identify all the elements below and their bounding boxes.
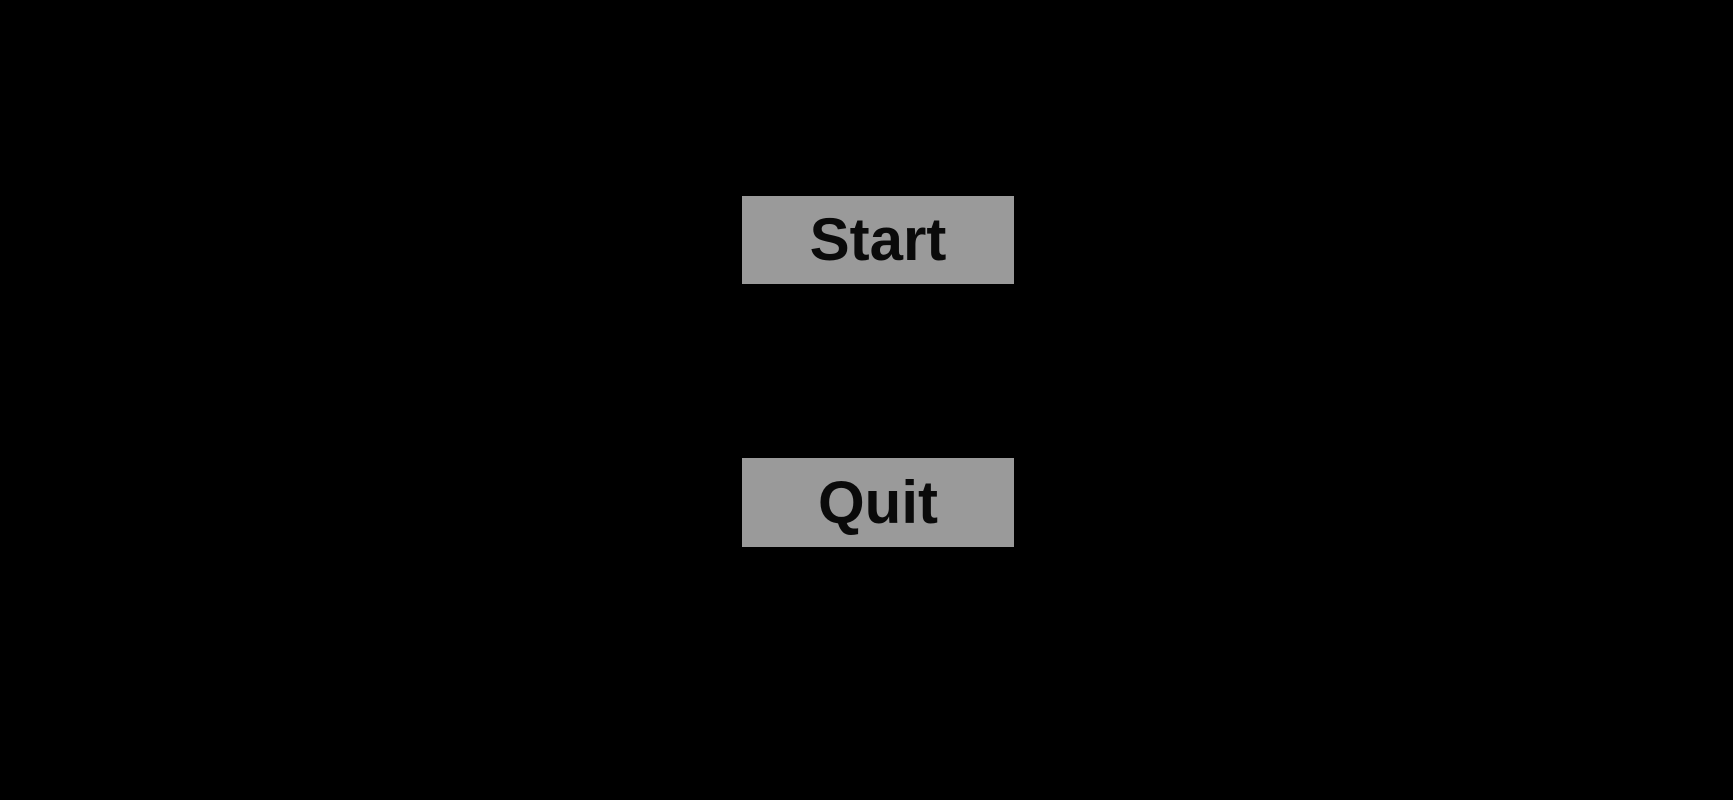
start-button[interactable]: Start (742, 196, 1014, 284)
quit-button-label: Quit (818, 468, 938, 536)
start-button-label: Start (809, 206, 947, 273)
quit-button[interactable]: Quit (742, 458, 1014, 547)
